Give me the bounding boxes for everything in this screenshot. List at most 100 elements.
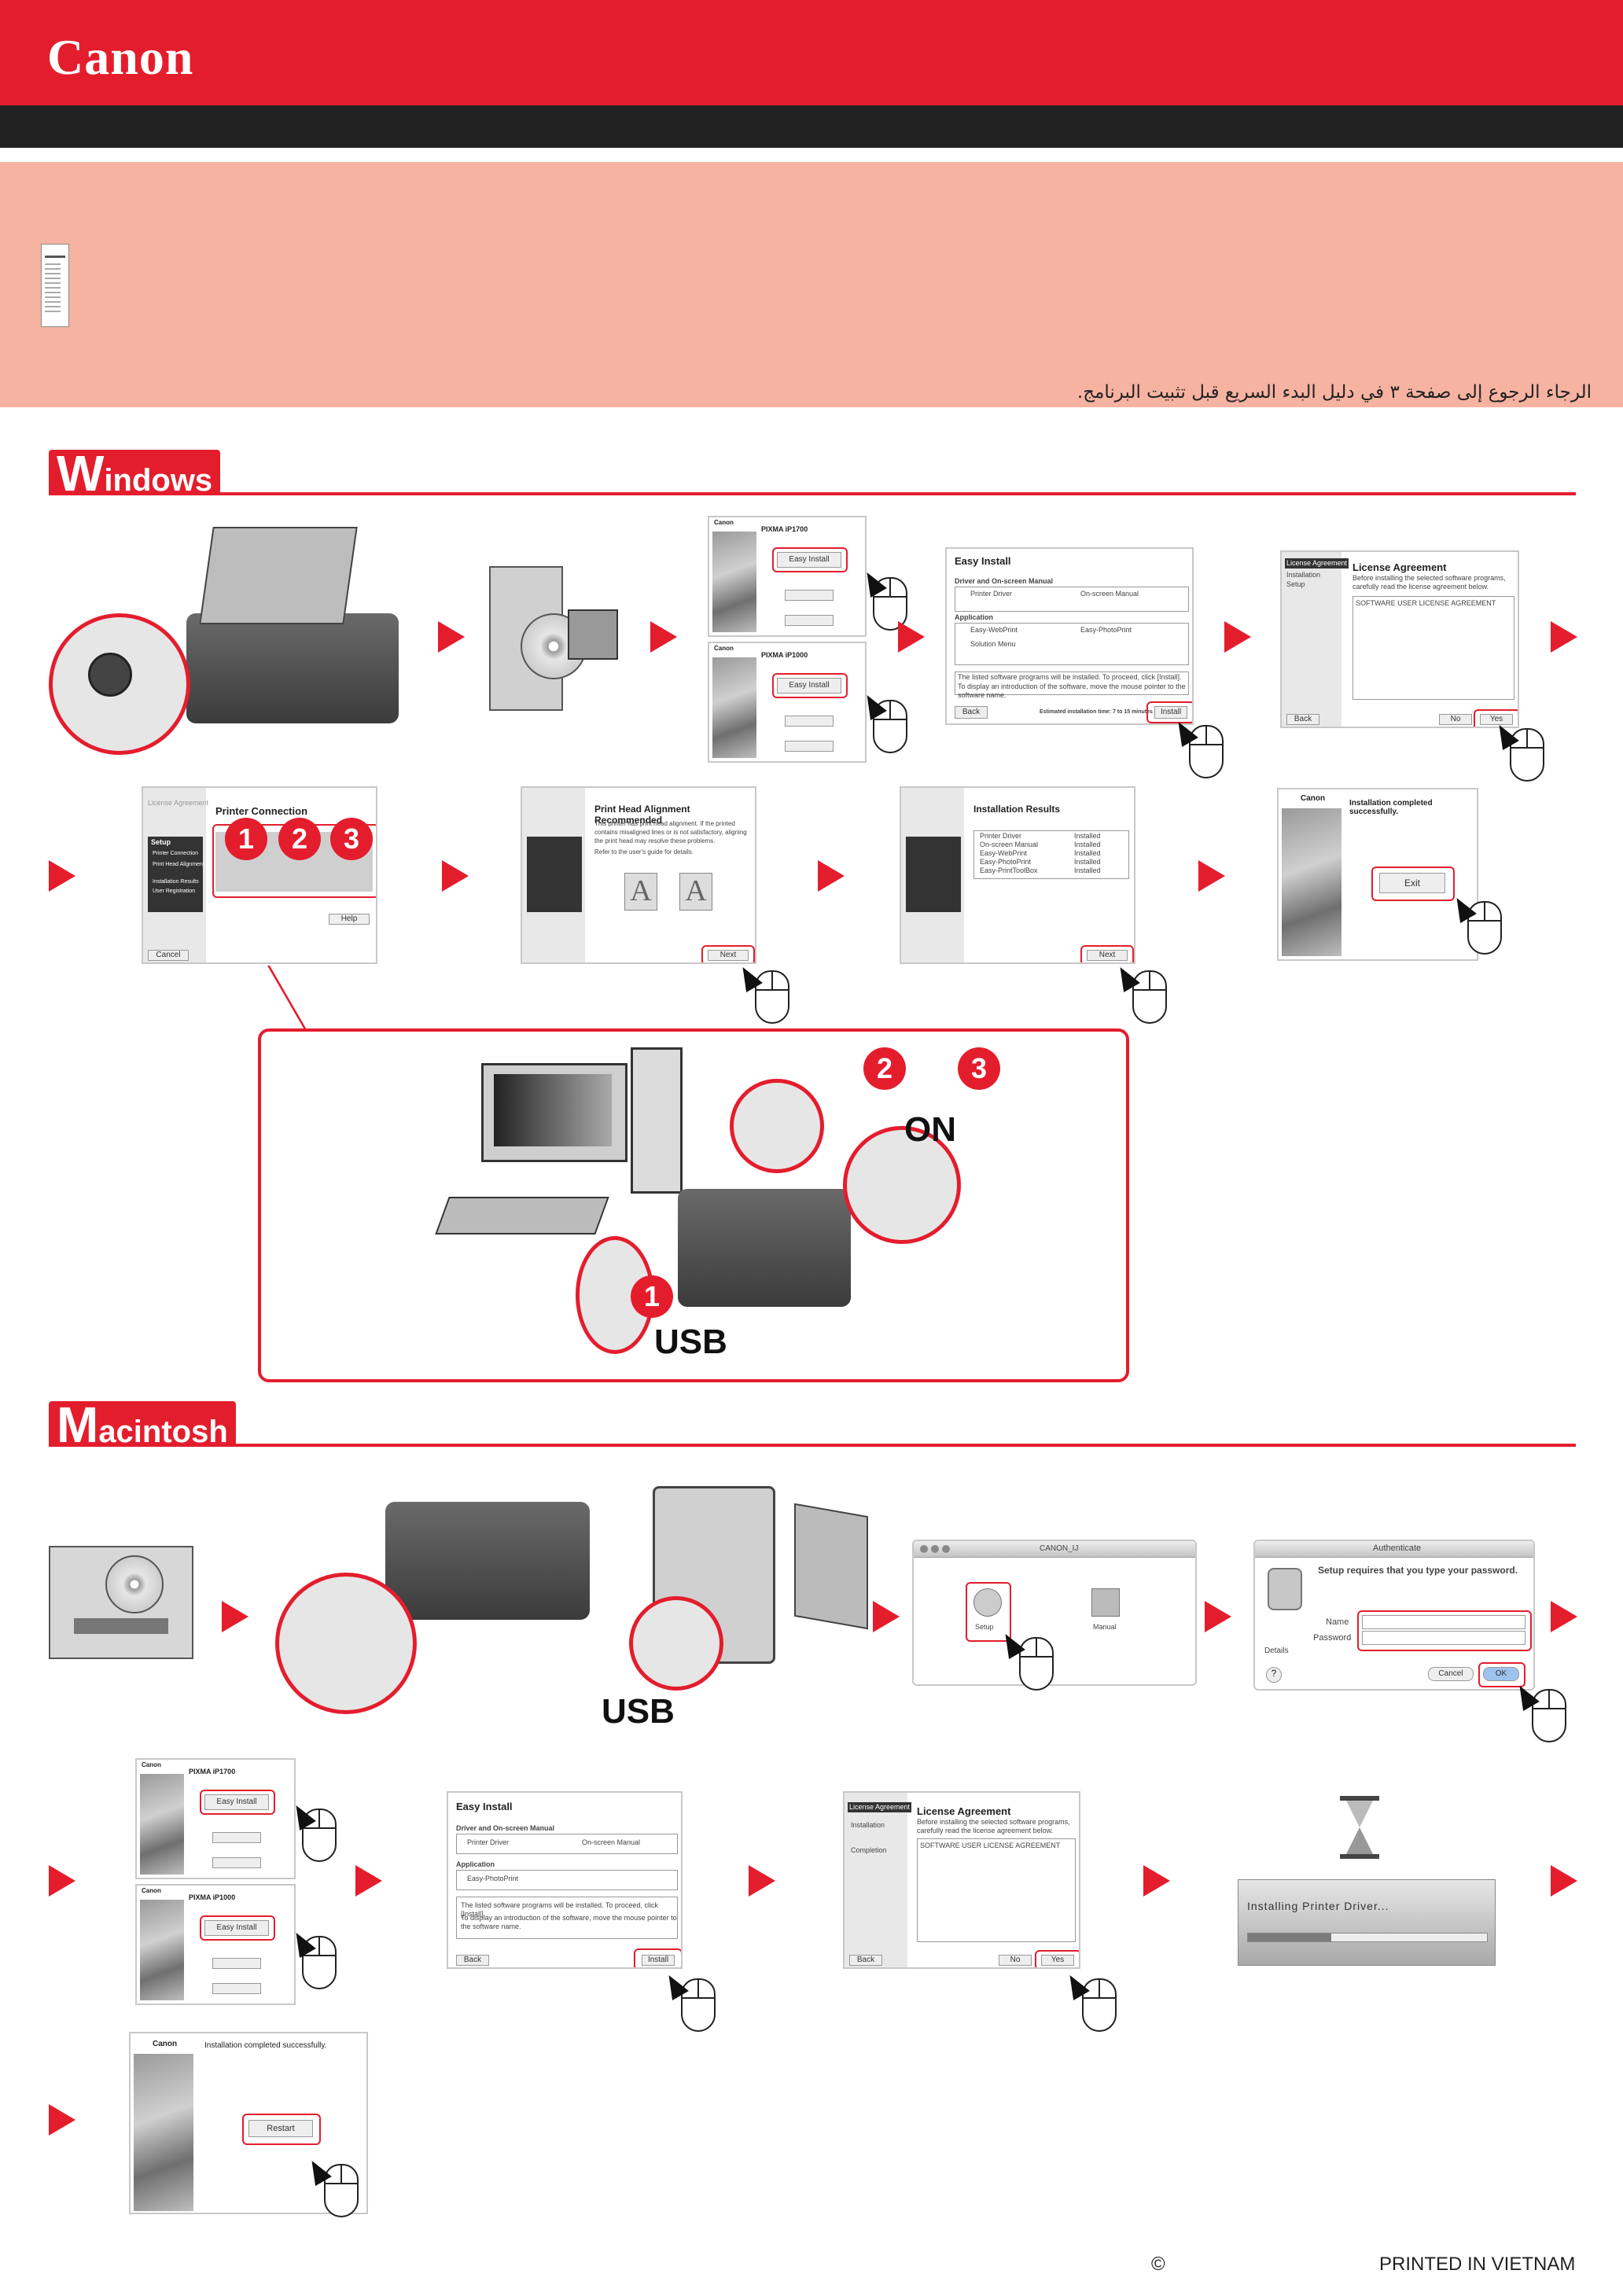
mouse-icon <box>1510 728 1544 782</box>
back-button[interactable]: Back <box>955 706 988 719</box>
setup-icon[interactable] <box>973 1588 1002 1617</box>
step-number-2: 2 <box>278 818 321 860</box>
password-field[interactable] <box>1362 1631 1525 1645</box>
win-alignment-screen: Print Head Alignment Recommended This pr… <box>521 786 756 964</box>
details-toggle[interactable]: Details <box>1264 1647 1289 1655</box>
easy-install-button[interactable]: Easy Install <box>777 552 841 568</box>
next-button[interactable]: Next <box>1087 950 1128 961</box>
copyright-symbol: © <box>1151 2254 1165 2275</box>
ok-button[interactable]: OK <box>1483 1667 1519 1681</box>
step-arrow <box>222 1601 248 1632</box>
step-arrow <box>1224 621 1251 653</box>
mouse-icon <box>1467 901 1502 955</box>
win-setup-screen-1: Canon PIXMA iP1700 Easy Install <box>708 516 867 637</box>
exit-button[interactable]: Exit <box>1379 873 1445 893</box>
quick-start-guide-icon <box>41 244 69 327</box>
macintosh-section-rule <box>49 1444 1576 1447</box>
mac-setup-screen-1: Canon PIXMA iP1700 Easy Install <box>135 1758 296 1879</box>
win-results-screen: Installation Results Printer Driver On-s… <box>900 786 1135 964</box>
yes-button[interactable]: Yes <box>1480 714 1513 725</box>
win-completed-screen: Canon Installation completed successfull… <box>1277 788 1478 961</box>
win-setup-screen-2: Canon PIXMA iP1000 Easy Install <box>708 642 867 763</box>
printed-in-label: PRINTED IN VIETNAM <box>1379 2254 1576 2275</box>
mouse-icon <box>1132 970 1167 1024</box>
mac-setup-screen-2: Canon PIXMA iP1000 Easy Install <box>135 1884 296 2005</box>
printer <box>678 1189 851 1307</box>
step-arrow <box>442 860 469 892</box>
mac-license-screen: License Agreement Installation Completio… <box>843 1791 1080 1969</box>
back-button[interactable]: Back <box>1286 714 1319 725</box>
connection-callout-box: 1 USB 2 3 ON <box>258 1028 1129 1382</box>
mouse-icon <box>324 2164 359 2217</box>
step-number-3: 3 <box>330 818 373 860</box>
step-number-1: 1 <box>225 818 267 860</box>
header-red-band <box>0 0 1623 105</box>
name-field[interactable] <box>1362 1615 1525 1629</box>
step-arrow <box>898 621 925 653</box>
step-arrow <box>1205 1601 1231 1632</box>
mouse-icon <box>681 1978 716 2032</box>
mouse-icon <box>1189 725 1224 778</box>
step-arrow <box>1551 1865 1577 1897</box>
mouse-icon <box>1532 1689 1566 1742</box>
easy-install-button[interactable]: Easy Install <box>204 1920 269 1936</box>
step-arrow <box>818 860 845 892</box>
step-arrow <box>650 621 677 653</box>
easy-install-button[interactable]: Easy Install <box>204 1794 269 1810</box>
install-button[interactable]: Install <box>642 1955 675 1966</box>
restart-button[interactable]: Restart <box>248 2120 313 2137</box>
install-button[interactable]: Install <box>1154 706 1187 719</box>
power-button-detail <box>843 1126 961 1244</box>
mac-installing-panel: Installing Printer Driver... <box>1238 1793 1496 1981</box>
step-arrow <box>49 2104 75 2136</box>
help-button[interactable]: Help <box>329 914 370 925</box>
back-button[interactable]: Back <box>849 1955 882 1966</box>
step-arrow <box>1143 1865 1170 1897</box>
cd-insert-illustration <box>489 550 631 711</box>
cancel-button[interactable]: Cancel <box>148 950 189 961</box>
help-button[interactable]: ? <box>1266 1667 1282 1683</box>
mac-completed-screen: Canon Installation completed successfull… <box>129 2032 368 2214</box>
step-arrow <box>1551 621 1577 653</box>
easy-install-button[interactable]: Easy Install <box>777 678 841 694</box>
win-license-screen: License Agreement Installation Setup Lic… <box>1280 550 1519 728</box>
mac-cd-insert-illustration <box>49 1546 193 1659</box>
install-progress-bar <box>1247 1933 1488 1942</box>
intro-panel <box>0 162 1623 407</box>
step-arrow <box>49 1865 75 1897</box>
no-button[interactable]: No <box>999 1955 1032 1966</box>
on-label: ON <box>904 1110 956 1149</box>
keyboard <box>435 1197 609 1234</box>
windows-section-title: Windows <box>49 448 221 499</box>
mac-finder-window: CANON_IJ Setup Manual <box>912 1540 1197 1686</box>
no-button[interactable]: No <box>1439 714 1472 725</box>
mac-usb-label: USB <box>602 1692 675 1731</box>
canon-logo: Canon <box>47 29 194 85</box>
step-arrow <box>438 621 465 653</box>
mac-easy-install-screen: Easy Install Driver and On-screen Manual… <box>447 1791 683 1969</box>
step-number-3: 3 <box>958 1047 1000 1090</box>
mouse-icon <box>873 700 907 753</box>
windows-section-rule <box>49 492 1576 495</box>
mac-connection-illustration: USB <box>275 1486 873 1731</box>
mouse-icon <box>302 1936 337 1989</box>
mouse-icon <box>302 1808 337 1862</box>
computer-tower <box>631 1047 683 1194</box>
mac-authenticate-dialog: Authenticate Setup requires that you typ… <box>1253 1540 1535 1691</box>
yes-button[interactable]: Yes <box>1041 1955 1074 1966</box>
lock-icon <box>1268 1568 1302 1610</box>
step-arrow <box>1551 1601 1577 1632</box>
next-button[interactable]: Next <box>708 950 749 961</box>
printer-power-illustration <box>49 519 410 755</box>
mouse-icon <box>1019 1637 1054 1691</box>
printer-usb-detail <box>730 1079 824 1173</box>
cancel-button[interactable]: Cancel <box>1428 1667 1474 1681</box>
back-button[interactable]: Back <box>456 1955 489 1966</box>
manual-folder-icon[interactable] <box>1091 1588 1120 1617</box>
monitor-screen <box>494 1074 612 1146</box>
hourglass-icon <box>1340 1796 1379 1859</box>
mouse-icon <box>755 970 789 1024</box>
step-arrow <box>49 860 75 892</box>
step-number-1: 1 <box>631 1275 673 1318</box>
win-easy-install-screen: Easy Install Driver and On-screen Manual… <box>945 547 1194 725</box>
